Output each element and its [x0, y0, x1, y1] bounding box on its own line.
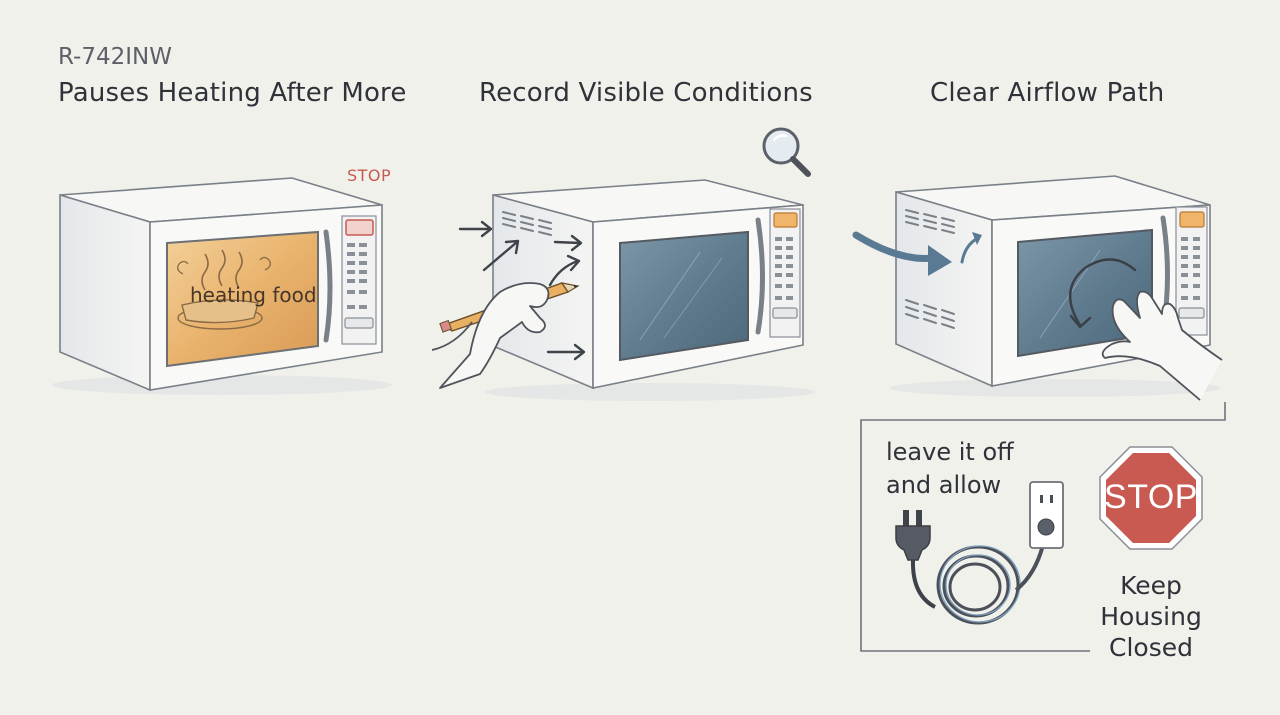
outlet-icon [1029, 481, 1064, 549]
magnifier-icon [762, 127, 811, 177]
callout-caption: Keep Housing Closed [1100, 571, 1202, 662]
airflow-arrow-icon [852, 231, 982, 276]
microwave-3-icon [890, 175, 1220, 397]
heating-food-label: heating food [190, 283, 317, 307]
callout-frame [860, 402, 1226, 652]
stop-indicator-label: STOP [347, 166, 392, 185]
microwave-1-icon [52, 177, 392, 395]
callout-note: leave it off and allow [886, 438, 1014, 499]
step-3-title: Clear Airflow Path [930, 78, 1165, 108]
hand-icon-writing [431, 282, 550, 389]
stop-sign-icon [1099, 446, 1203, 550]
model-number: R-742INW [58, 44, 172, 70]
stop-sign-text: STOP [1104, 478, 1198, 516]
step-1-title: Pauses Heating After More [58, 78, 407, 108]
plug-icon [895, 510, 937, 609]
inspection-arrows-icon [458, 220, 586, 361]
step-2-title: Record Visible Conditions [479, 78, 813, 108]
hand-icon-pressing [1101, 290, 1223, 401]
